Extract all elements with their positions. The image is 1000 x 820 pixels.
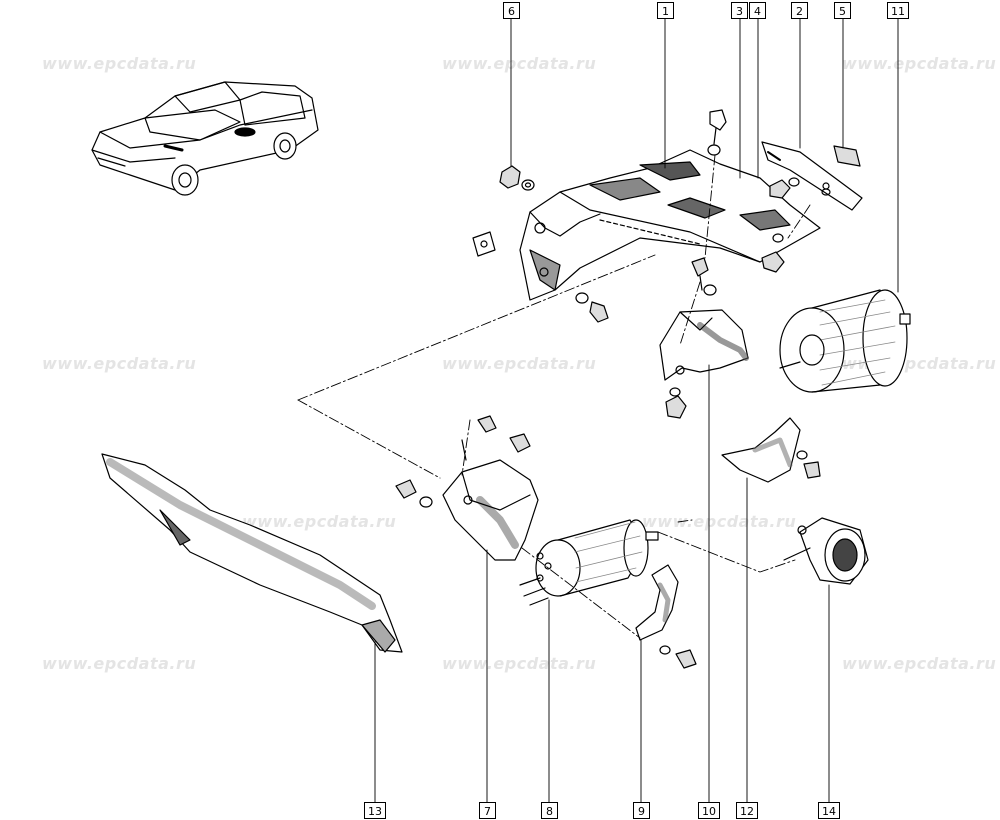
watermark: www.epcdata.ru (42, 654, 197, 673)
watermark: www.epcdata.ru (442, 54, 597, 73)
assembly-lines (297, 154, 811, 639)
watermark: www.epcdata.ru (42, 354, 197, 373)
callout-11: 11 (887, 2, 909, 19)
leader-lines (374, 17, 899, 803)
callout-6: 6 (503, 2, 520, 19)
callout-7: 7 (479, 802, 496, 819)
watermark: www.epcdata.ru (442, 354, 597, 373)
pump-bracket-7 (395, 415, 539, 561)
watermark: www.epcdata.ru (842, 654, 997, 673)
callout-1: 1 (657, 2, 674, 19)
washer-4 (788, 177, 800, 187)
callout-13: 13 (364, 802, 386, 819)
clip (472, 231, 496, 257)
fuel-filter (779, 289, 911, 393)
callout-5: 5 (834, 2, 851, 19)
bolt (575, 292, 609, 323)
callout-12: 12 (736, 802, 758, 819)
nut (761, 188, 831, 273)
watermark: www.epcdata.ru (642, 512, 797, 531)
nut-washer (499, 165, 535, 191)
bolt (707, 109, 727, 156)
car-illustration (91, 81, 319, 196)
long-shield-13 (101, 453, 403, 653)
callout-9: 9 (633, 802, 650, 819)
small-plate-2 (761, 141, 863, 211)
clamp-strap-12 (721, 417, 821, 483)
callout-4: 4 (749, 2, 766, 19)
callout-3: 3 (731, 2, 748, 19)
clip-hole (480, 240, 488, 248)
main-support-bracket (519, 149, 821, 301)
watermark: www.epcdata.ru (242, 512, 397, 531)
callout-14: 14 (818, 802, 840, 819)
damper-14 (783, 517, 869, 585)
fuel-pump (519, 519, 659, 606)
clip-5 (833, 145, 861, 167)
callout-8: 8 (541, 802, 558, 819)
watermark: www.epcdata.ru (842, 54, 997, 73)
watermark: www.epcdata.ru (442, 654, 597, 673)
clamp-strap-9 (635, 564, 697, 669)
callout-10: 10 (698, 802, 720, 819)
callout-2: 2 (791, 2, 808, 19)
clamp-bracket-10 (659, 257, 749, 419)
bolt-3 (769, 179, 791, 199)
watermark: www.epcdata.ru (42, 54, 197, 73)
